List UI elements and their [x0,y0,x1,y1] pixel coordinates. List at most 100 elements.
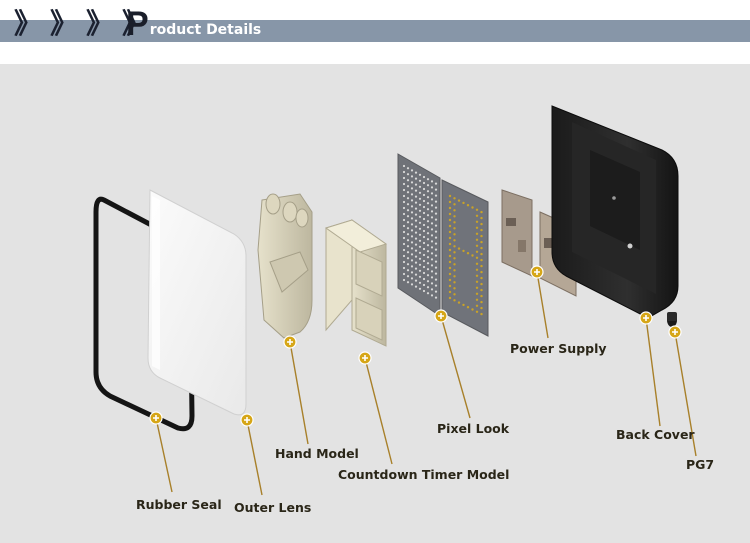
led-dot [448,296,452,300]
led-dot [426,280,430,283]
led-dot [466,204,470,207]
led-dot [430,234,434,237]
plus-marker-icon[interactable] [530,265,544,279]
led-dot [434,230,438,233]
led-dot [480,240,483,244]
led-dot [418,263,422,266]
plus-marker-icon[interactable] [283,335,297,349]
led-dot [422,205,426,209]
led-dot [406,245,410,248]
led-dot [418,215,422,218]
led-dot [480,258,483,262]
led-dot [426,196,430,199]
led-dot [410,205,414,208]
led-dot [402,218,406,222]
led-dot [448,254,452,258]
led-dot [406,269,410,272]
led-dot [406,203,410,206]
led-dot [402,230,406,234]
led-dot [430,276,434,279]
led-dot [480,246,483,250]
led-dot [475,214,479,217]
led-dot [414,273,418,276]
led-dot [475,226,479,229]
hand-model-leader-line [289,341,309,445]
led-dot [402,182,406,186]
led-dot [402,176,406,180]
led-dot [434,248,438,251]
led-dot [475,304,479,307]
led-dot [453,281,456,284]
plus-marker-icon[interactable] [240,413,254,427]
led-dot [406,167,410,170]
led-dot [426,232,430,235]
led-dot [448,212,452,216]
led-dot [418,173,422,176]
led-dot [402,170,406,174]
led-dot [414,225,418,228]
led-dot [410,271,414,274]
led-dot [430,228,434,231]
led-dot [475,256,479,259]
section-header: 》 》 》 》 P roduct Details [0,0,750,64]
led-dot [430,210,434,213]
led-dot [434,266,438,269]
led-dot [480,270,483,274]
led-dot [475,274,479,277]
title-initial: P [126,5,149,43]
plus-marker-icon[interactable] [358,351,372,365]
led-dot [453,245,456,248]
led-dot [471,206,474,209]
led-dot [406,197,410,200]
led-dot [402,272,406,276]
led-dot [480,300,483,304]
led-dot [418,257,422,260]
led-dot [426,286,430,289]
led-dot [430,264,434,267]
led-dot [480,210,483,214]
double-chevron-right-icon: 》 [50,7,79,40]
led-dot [418,239,422,242]
led-dot [422,247,426,251]
led-dot [434,182,438,185]
hand-model-label: Hand Model [275,446,359,461]
led-dot [434,290,438,293]
led-dot [406,215,410,218]
led-dot [426,292,430,295]
led-dot [448,284,452,288]
led-dot [462,303,465,307]
led-dot [422,211,426,215]
led-dot [480,228,483,232]
led-dot [418,227,422,230]
plus-marker-icon[interactable] [639,311,653,325]
led-dot [402,266,406,270]
led-dot [480,306,483,310]
exploded-view-stage: Rubber Seal Outer Lens Hand Model Countd… [0,64,750,543]
back-cover-label: Back Cover [616,427,695,442]
led-dot [406,239,410,242]
led-dot [418,197,422,200]
led-dot [430,252,434,255]
double-chevron-right-icon: 》 [14,7,43,40]
plus-marker-icon[interactable] [149,411,163,425]
led-dot [475,310,479,313]
led-dot [410,169,414,172]
led-dot [453,203,456,206]
led-dot [418,269,422,272]
led-dot [430,222,434,225]
led-dot [448,278,452,282]
led-dot [453,263,456,266]
led-dot [406,173,410,176]
plus-marker-icon[interactable] [434,309,448,323]
led-dot [410,223,414,226]
led-dot [466,306,470,309]
led-dot [471,308,474,311]
led-dot [475,280,479,283]
countdown-timer-part [324,219,388,347]
led-dot [418,233,422,236]
led-dot [414,207,418,210]
led-dot [422,175,426,179]
led-dot [414,177,418,180]
back-cover-leader-line [645,317,661,427]
plus-marker-icon[interactable] [668,325,682,339]
